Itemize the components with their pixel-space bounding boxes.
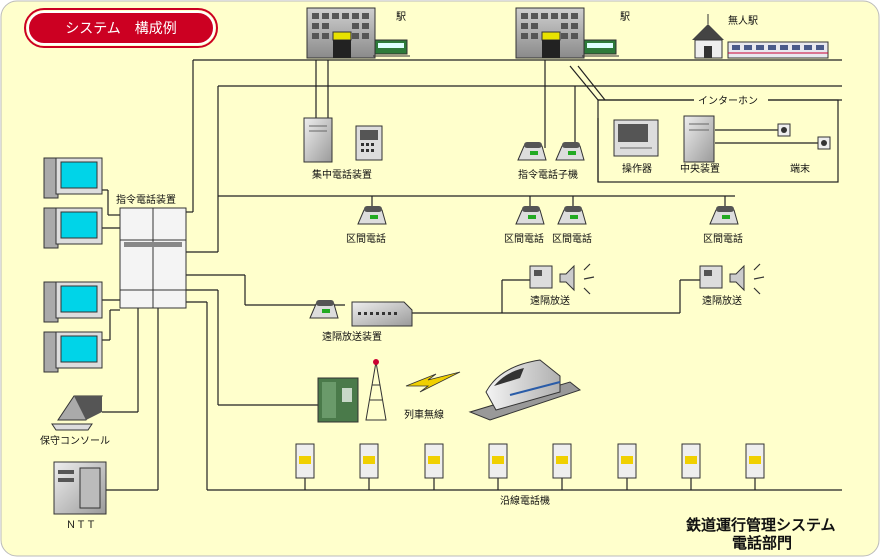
- operator-console-icon: [613, 119, 659, 157]
- dispatch-slave-phone-icons: [517, 142, 585, 161]
- station-label-2: 駅: [620, 11, 630, 23]
- central-unit-label: 中央装置: [680, 162, 720, 175]
- unmanned-station-label: 無人駅: [728, 14, 758, 27]
- remote-broadcast-label-1: 遠隔放送: [530, 294, 570, 307]
- footer-title-line2: 電話部門: [732, 534, 792, 552]
- section-phone-label-1: 区間電話: [346, 232, 386, 245]
- antenna-tower-icon: [365, 359, 387, 421]
- central-unit-icon: [683, 115, 715, 163]
- central-phone-unit-icon: [303, 117, 383, 163]
- ntt-label: ＮＴＴ: [66, 520, 96, 531]
- maintenance-laptop-icon: [51, 395, 103, 431]
- dispatch-phone-unit-label: 指令電話装置: [116, 193, 176, 206]
- central-phone-unit-label: 集中電話装置: [312, 168, 372, 181]
- title-badge-text: システム 構成例: [65, 21, 177, 37]
- monitor-icons: [43, 157, 103, 373]
- terminal-icons: [777, 123, 831, 150]
- station-building-2: [515, 7, 619, 59]
- remote-broadcast-unit-icon: [309, 300, 413, 327]
- ntt-server-icon: [53, 461, 107, 515]
- wayside-phone-label: 沿線電話機: [500, 494, 550, 507]
- section-phone-label-4: 区間電話: [703, 232, 743, 245]
- station-label-1: 駅: [396, 11, 406, 23]
- remote-broadcast-speaker-1: [529, 263, 595, 295]
- dispatch-slave-phone-label: 指令電話子機: [518, 168, 578, 181]
- operator-label: 操作器: [622, 162, 652, 175]
- station-building-1: [306, 7, 410, 59]
- maintenance-console-label: 保守コンソール: [40, 434, 110, 447]
- section-phone-label-2: 区間電話: [504, 232, 544, 245]
- remote-broadcast-label-2: 遠隔放送: [702, 294, 742, 307]
- radio-wave-icon: [405, 371, 461, 393]
- remote-broadcast-unit-label: 遠隔放送装置: [322, 330, 382, 343]
- remote-broadcast-speaker-2: [699, 263, 765, 295]
- section-phone-label-3: 区間電話: [552, 232, 592, 245]
- interphone-label: インターホン: [698, 95, 758, 107]
- footer-title-line1: 鉄道運行管理システム: [686, 516, 836, 534]
- title-badge: システム 構成例: [24, 8, 218, 48]
- train-radio-label: 列車無線: [404, 408, 444, 421]
- dispatch-phone-unit-icon: [119, 207, 187, 309]
- wayside-phone-icons: [295, 443, 765, 479]
- bullet-train-icon: [468, 359, 582, 421]
- terminal-label: 端末: [790, 162, 810, 175]
- train-radio-equipment-icon: [317, 377, 359, 423]
- section-phone-icons: [357, 206, 739, 225]
- connection-lines: [102, 59, 842, 491]
- unmanned-station: [692, 14, 829, 59]
